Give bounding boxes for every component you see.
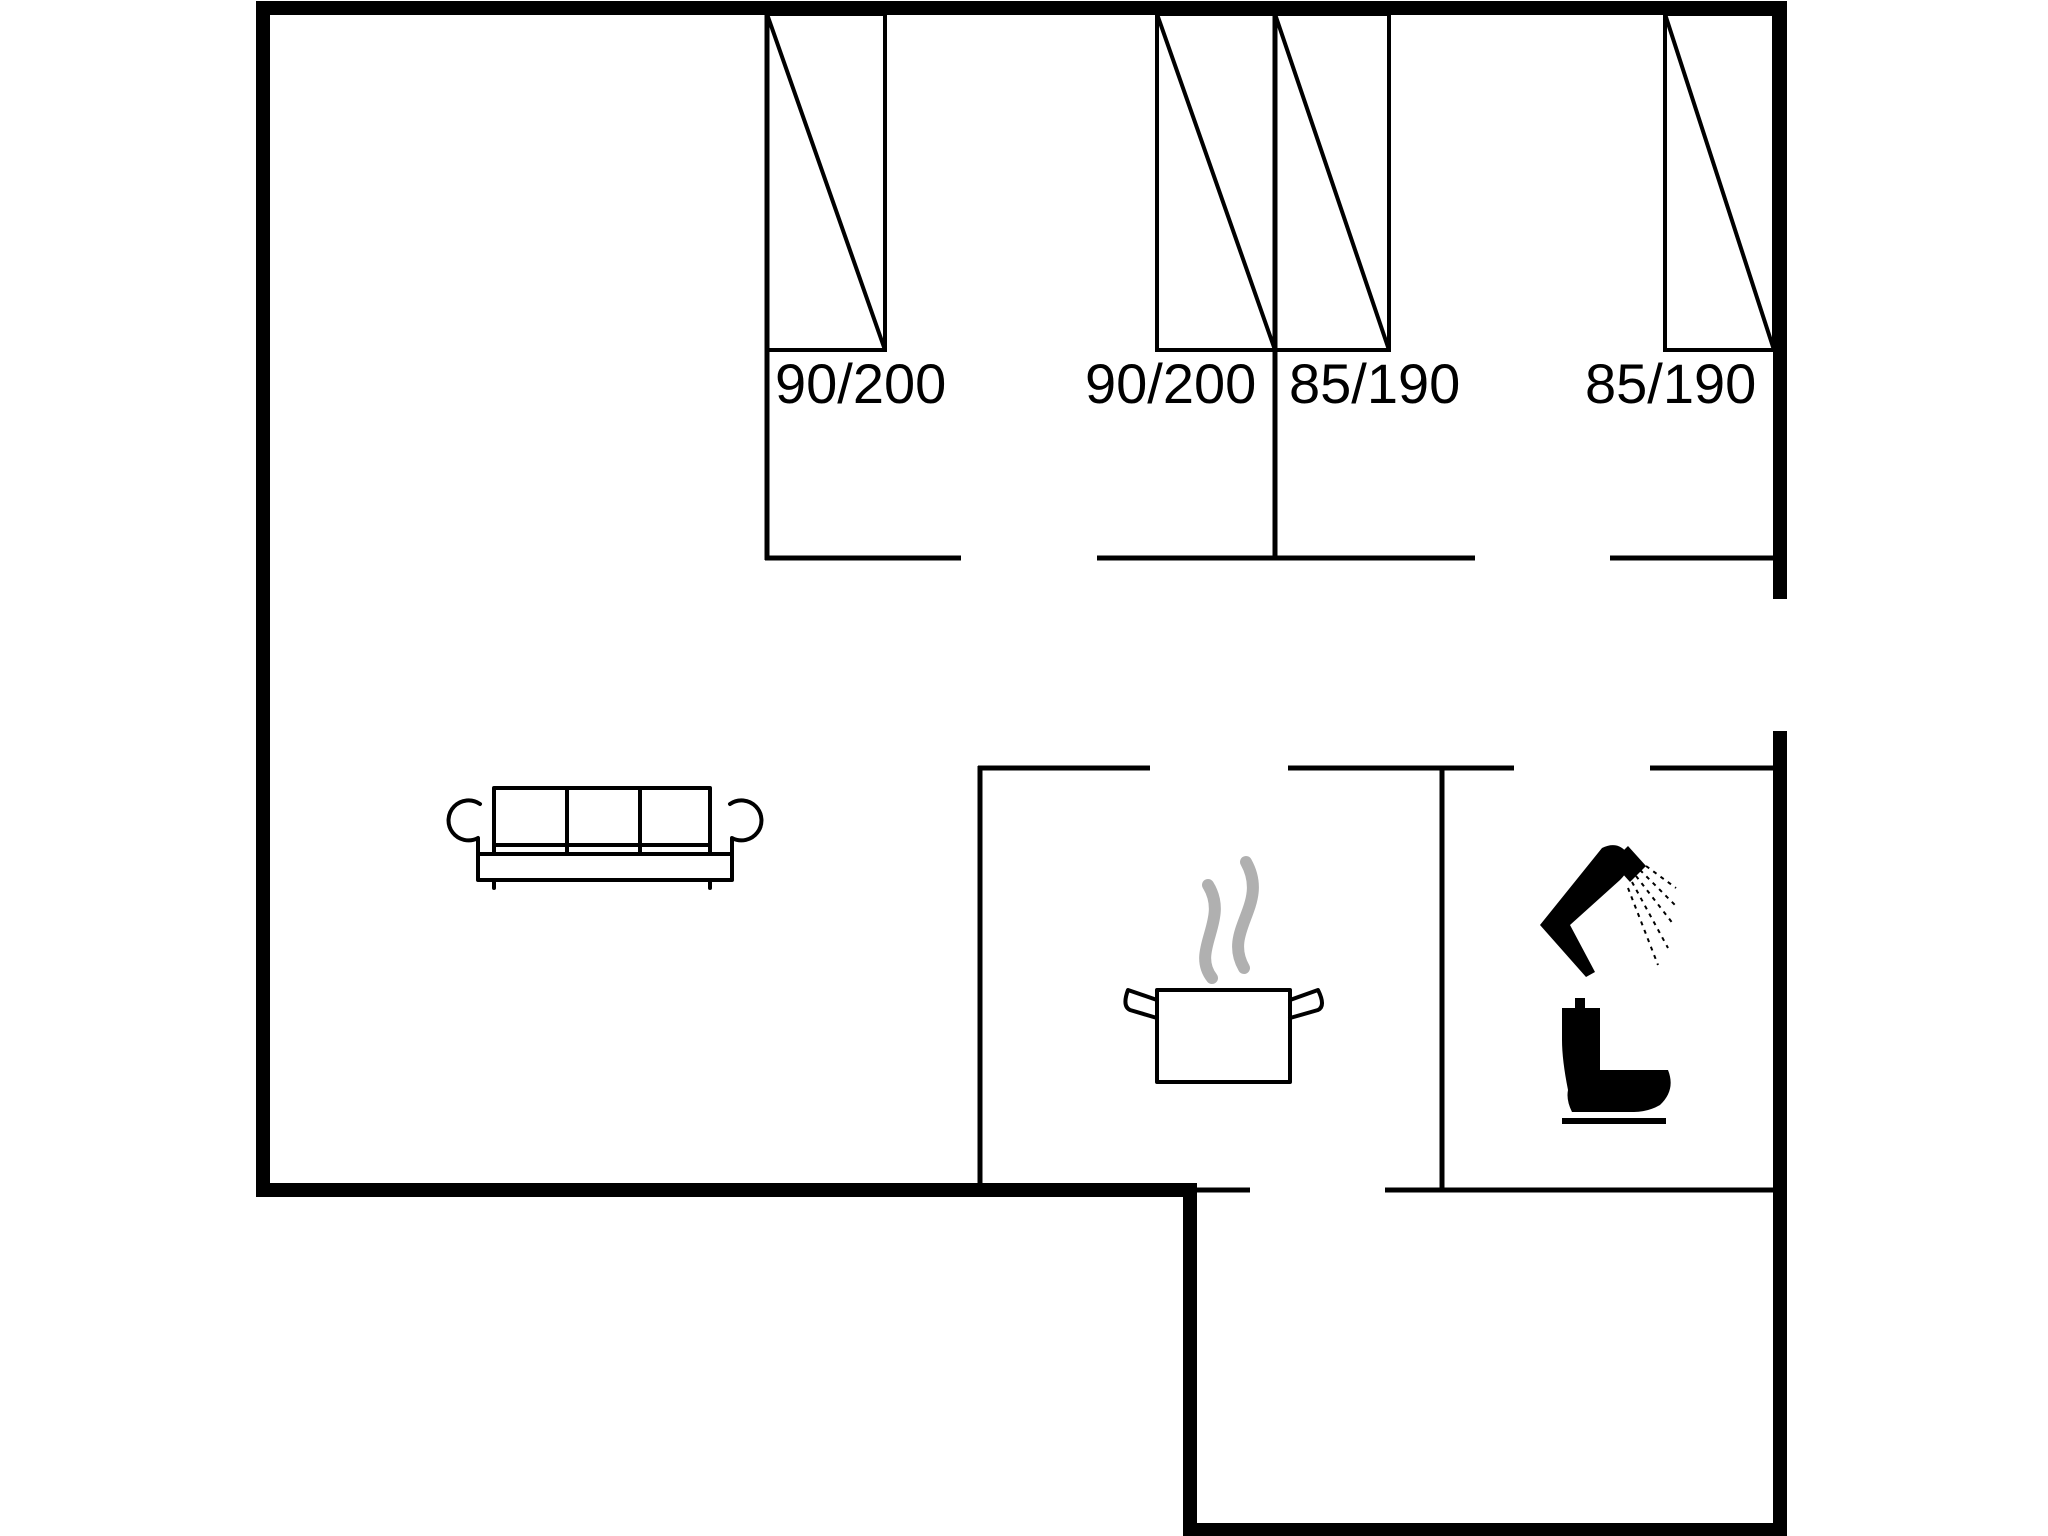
shower-icon bbox=[1540, 845, 1677, 977]
toilet-icon bbox=[1562, 998, 1671, 1124]
bed-90-200-left: 90/200 bbox=[765, 12, 946, 415]
bed-size-label: 85/190 bbox=[1289, 352, 1460, 415]
bed-size-label: 90/200 bbox=[1085, 352, 1256, 415]
bed-90-200-right: 90/200 bbox=[1085, 12, 1277, 415]
bed-85-190-right: 85/190 bbox=[1585, 12, 1776, 415]
bed-size-label: 85/190 bbox=[1585, 352, 1756, 415]
sofa-icon bbox=[446, 786, 764, 890]
interior-partitions bbox=[764, 14, 1776, 1193]
exterior-walls bbox=[256, 1, 1787, 1536]
bed-size-label: 90/200 bbox=[775, 352, 946, 415]
bed-85-190-left: 85/190 bbox=[1273, 12, 1460, 415]
cooking-pot-icon bbox=[1123, 856, 1324, 1084]
